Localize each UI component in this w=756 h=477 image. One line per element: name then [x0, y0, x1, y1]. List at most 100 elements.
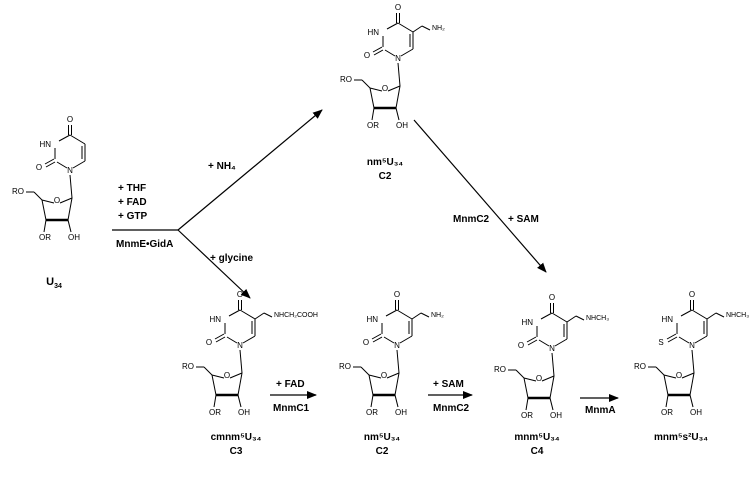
bond [538, 339, 550, 347]
enzyme-mnme-gida: MnmE•GidA [116, 239, 174, 250]
oxygen-atom: O [364, 51, 370, 60]
nh-group: HN [367, 28, 379, 37]
label-mnmc1: MnmC1 [273, 403, 310, 414]
bond [213, 394, 217, 408]
bond [689, 372, 695, 396]
molecule-name-mnm5s2u34: mnm⁵s²U₃₄ [653, 432, 709, 443]
label-mnma: MnmA [585, 405, 616, 416]
bond [239, 349, 243, 374]
or-group: OR [39, 233, 51, 242]
bond [43, 219, 47, 233]
or-group: OR [661, 408, 673, 417]
or-group: OR [366, 408, 378, 417]
oh-group: OH [550, 411, 562, 420]
bond [211, 374, 225, 379]
ring-oxygen: O [382, 84, 388, 93]
c5-substituent: NHCH₃ [726, 312, 749, 319]
oxygen-atom: O [36, 163, 42, 172]
compound-code-c2-bottom: C2 [375, 446, 389, 457]
nh-group: HN [366, 315, 378, 324]
ring-oxygen: O [676, 371, 682, 380]
bond [386, 372, 400, 379]
c5-substituent: NHCH₃ [586, 315, 609, 322]
bond [67, 219, 72, 233]
bond [527, 339, 538, 346]
bond [396, 349, 400, 374]
bond [515, 369, 525, 379]
sulfur-atom: S [658, 338, 663, 347]
bond [371, 333, 382, 340]
bond [395, 85, 401, 109]
bond [33, 191, 43, 201]
bond [411, 312, 422, 320]
bond [400, 48, 414, 57]
bond [237, 394, 242, 408]
bond [681, 372, 695, 379]
oxygen-atom: O [689, 290, 695, 299]
label-sam-bottom: + SAM [433, 379, 464, 390]
oh-group: OH [690, 408, 702, 417]
bond [369, 87, 383, 92]
label-glycine: + glycine [210, 253, 254, 264]
bond [706, 312, 717, 320]
bond [395, 107, 400, 121]
nh-group: HN [209, 315, 221, 324]
bond [226, 336, 238, 344]
bond [371, 107, 375, 121]
bond [663, 374, 669, 396]
cofactor-fad: + FAD [118, 197, 147, 208]
bond [691, 309, 708, 320]
bond [211, 374, 217, 396]
bond [214, 333, 225, 340]
bond [59, 197, 73, 204]
cofactor-gtp: + GTP [118, 211, 148, 222]
u34-base: U [46, 276, 55, 288]
ring-oxygen: O [54, 196, 60, 205]
or-group: OR [209, 408, 221, 417]
oxygen-atom: O [394, 290, 400, 299]
bond [372, 46, 383, 53]
ring-oxygen: O [381, 371, 387, 380]
bond [67, 197, 73, 221]
bond [397, 62, 401, 87]
bond [551, 352, 555, 377]
oh-group: OH [68, 233, 80, 242]
bond [667, 336, 678, 343]
nh-group: HN [39, 140, 51, 149]
label-mnmc2-diag: MnmC2 [453, 214, 490, 225]
oh-group: OH [238, 408, 250, 417]
bond [549, 375, 555, 399]
u34-sub: 34 [54, 283, 62, 291]
bond [385, 309, 398, 317]
bond [69, 134, 86, 145]
nh-group: HN [661, 315, 673, 324]
molecule-name-mnm5u34: mnm⁵U₃₄ [514, 432, 560, 443]
nitrogen-atom: N [395, 54, 401, 63]
ring-oxygen: O [224, 371, 230, 380]
oxygen-atom: O [237, 290, 243, 299]
ro-group: RO [634, 362, 646, 371]
bond [691, 349, 695, 374]
arrow-to-nm5u34-top [177, 109, 323, 231]
cofactor-thf: + THF [118, 183, 147, 194]
bond [229, 372, 243, 379]
bond [554, 338, 568, 347]
bond [541, 375, 555, 382]
bond [396, 309, 413, 320]
bond [715, 312, 725, 318]
ring-oxygen: O [536, 374, 542, 383]
bond [44, 158, 55, 165]
bond [370, 394, 374, 408]
nitrogen-atom: N [237, 341, 243, 350]
bond [689, 394, 694, 408]
bond [551, 312, 568, 323]
or-group: OR [367, 121, 379, 130]
bond [420, 312, 430, 318]
bond [360, 366, 370, 376]
bond [680, 309, 693, 317]
